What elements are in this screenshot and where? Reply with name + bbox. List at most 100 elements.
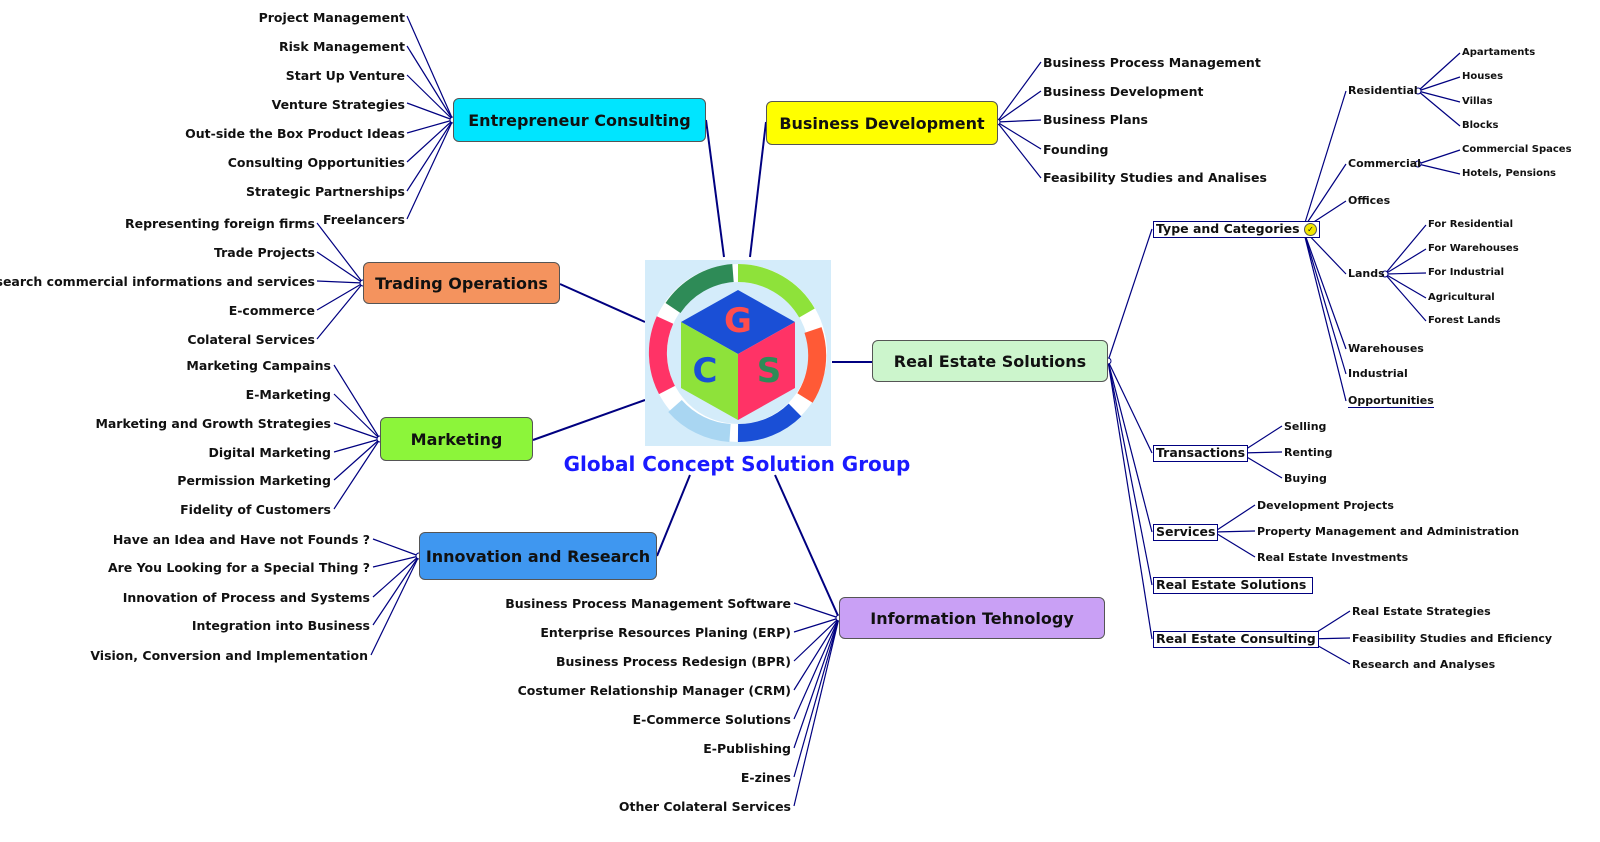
connector-line <box>1417 76 1461 92</box>
leaf-bpr[interactable]: Business Process Redesign (BPR) <box>556 654 791 669</box>
connector-line <box>1417 163 1461 175</box>
leaf-e-publishing[interactable]: E-Publishing <box>703 741 791 756</box>
leaf-crm[interactable]: Costumer Relationship Manager (CRM) <box>517 683 791 698</box>
leaf-e-commerce-solutions[interactable]: E-Commerce Solutions <box>632 712 791 727</box>
connector-line <box>996 119 1042 123</box>
connector-line <box>1417 149 1461 165</box>
cons-research-and-analyses[interactable]: Research and Analyses <box>1352 658 1496 671</box>
leaf-permission-marketing[interactable]: Permission Marketing <box>177 473 331 488</box>
tx-buying[interactable]: Buying <box>1284 472 1327 485</box>
com-commercial-spaces[interactable]: Commercial Spaces <box>1462 144 1572 155</box>
leaf-special-thing[interactable]: Are You Looking for a Special Thing ? <box>107 560 370 575</box>
leaf-risk-management[interactable]: Risk Management <box>278 39 405 54</box>
connector-line <box>996 61 1042 123</box>
land-forest-lands[interactable]: Forest Lands <box>1428 315 1501 326</box>
sub-real-estate-consulting[interactable]: Real Estate Consulting <box>1153 631 1319 648</box>
svc-development-projects[interactable]: Development Projects <box>1257 499 1394 512</box>
leaf-fidelity-of-customers[interactable]: Fidelity of Customers <box>180 502 331 517</box>
leaf-consulting-opportunities[interactable]: Consulting Opportunities <box>227 155 405 170</box>
svc-real-estate-investments[interactable]: Real Estate Investments <box>1257 551 1409 564</box>
leaf-venture-strategies[interactable]: Venture Strategies <box>271 97 405 112</box>
land-for-warehouses[interactable]: For Warehouses <box>1428 243 1519 254</box>
connector-line <box>793 602 840 619</box>
leaf-representing-foreign-firms[interactable]: Representing foreign firms <box>124 216 315 231</box>
connector-line <box>1213 530 1256 533</box>
svc-property-management[interactable]: Property Management and Administration <box>1257 525 1520 538</box>
leaf-colateral-services[interactable]: Colateral Services <box>187 332 315 347</box>
cons-feasibility-studies[interactable]: Feasibility Studies and Eficiency <box>1352 632 1553 645</box>
connector-hub <box>1381 270 1389 278</box>
leaf-business-process-management[interactable]: Business Process Management <box>1043 55 1261 70</box>
leaf-feasibility-studies-and-analises[interactable]: Feasibility Studies and Analises <box>1043 170 1267 185</box>
leaf-innovation-of-process[interactable]: Innovation of Process and Systems <box>122 590 370 605</box>
connector-line <box>705 119 725 258</box>
gcs-logo-graphic: G C S <box>648 264 827 443</box>
leaf-strategic-partnerships[interactable]: Strategic Partnerships <box>246 184 405 199</box>
leaf-digital-marketing[interactable]: Digital Marketing <box>208 445 331 460</box>
res-blocks[interactable]: Blocks <box>1462 120 1499 131</box>
leaf-vision-conversion[interactable]: Vision, Conversion and Implementation <box>90 648 368 663</box>
leaf-start-up-venture[interactable]: Start Up Venture <box>285 68 405 83</box>
connector-line <box>333 438 381 510</box>
tx-renting[interactable]: Renting <box>1284 446 1333 459</box>
cat-lands[interactable]: Lands <box>1348 267 1385 280</box>
connector-line <box>1107 360 1153 454</box>
leaf-e-zines[interactable]: E-zines <box>740 770 791 785</box>
sub-real-estate-solutions[interactable]: Real Estate Solutions <box>1153 577 1314 594</box>
node-real-estate-solutions[interactable]: Real Estate Solutions <box>872 340 1108 382</box>
connector-line <box>996 121 1042 179</box>
cat-opportunities[interactable]: Opportunities <box>1348 394 1434 408</box>
cat-warehouses[interactable]: Warehouses <box>1348 342 1424 355</box>
center-title[interactable]: Global Concept Solution Group <box>563 452 911 476</box>
connector-line <box>1107 360 1153 586</box>
leaf-research-commercial-informations[interactable]: Research commercial informations and ser… <box>0 274 315 289</box>
leaf-have-an-idea[interactable]: Have an Idea and Have not Founds ? <box>112 532 370 547</box>
leaf-e-marketing[interactable]: E-Marketing <box>245 387 331 402</box>
connector-line <box>1384 248 1427 275</box>
leaf-founding[interactable]: Founding <box>1043 142 1109 157</box>
node-trading-operations[interactable]: Trading Operations <box>363 262 560 304</box>
connector-line <box>793 617 840 749</box>
leaf-business-development[interactable]: Business Development <box>1043 84 1204 99</box>
cons-real-estate-strategies[interactable]: Real Estate Strategies <box>1352 605 1491 618</box>
node-entrepreneur-consulting[interactable]: Entrepreneur Consulting <box>453 98 706 142</box>
leaf-bpm-software[interactable]: Business Process Management Software <box>505 596 791 611</box>
res-houses[interactable]: Houses <box>1462 71 1504 82</box>
res-apartaments[interactable]: Apartaments <box>1462 47 1536 58</box>
connector-hub <box>1414 160 1422 168</box>
connector-line <box>774 474 840 619</box>
cat-offices[interactable]: Offices <box>1348 194 1391 207</box>
leaf-freelancers[interactable]: Freelancers <box>323 212 405 227</box>
tx-selling[interactable]: Selling <box>1284 420 1327 433</box>
land-for-industrial[interactable]: For Industrial <box>1428 267 1505 278</box>
node-business-development[interactable]: Business Development <box>766 101 998 145</box>
connector-line <box>372 538 420 557</box>
leaf-integration-into-business[interactable]: Integration into Business <box>191 618 370 633</box>
node-information-technology[interactable]: Information Tehnology <box>839 597 1105 639</box>
cat-commercial[interactable]: Commercial <box>1348 157 1421 170</box>
sub-type-and-categories[interactable]: Type and Categories ✓ <box>1153 221 1320 238</box>
land-for-residential[interactable]: For Residential <box>1428 219 1514 230</box>
connector-line <box>793 617 840 633</box>
res-villas[interactable]: Villas <box>1462 96 1493 107</box>
connector-line <box>1384 224 1427 275</box>
cat-industrial[interactable]: Industrial <box>1348 367 1408 380</box>
node-innovation-and-research[interactable]: Innovation and Research <box>419 532 657 580</box>
sub-transactions[interactable]: Transactions <box>1153 445 1249 462</box>
leaf-other-colateral-services[interactable]: Other Colateral Services <box>618 799 791 814</box>
node-marketing[interactable]: Marketing <box>380 417 533 461</box>
leaf-erp[interactable]: Enterprise Resources Planing (ERP) <box>540 625 791 640</box>
leaf-outside-the-box-product-ideas[interactable]: Out-side the Box Product Ideas <box>185 126 405 141</box>
connector-line <box>316 282 364 340</box>
land-agricultural[interactable]: Agricultural <box>1428 292 1495 303</box>
leaf-project-management[interactable]: Project Management <box>258 10 405 25</box>
leaf-marketing-campains[interactable]: Marketing Campains <box>186 358 331 373</box>
leaf-marketing-and-growth-strategies[interactable]: Marketing and Growth Strategies <box>95 416 331 431</box>
leaf-business-plans[interactable]: Business Plans <box>1043 112 1148 127</box>
sub-services[interactable]: Services <box>1153 524 1219 541</box>
connector-line <box>406 74 454 121</box>
leaf-e-commerce[interactable]: E-commerce <box>228 303 315 318</box>
com-hotels-pensions[interactable]: Hotels, Pensions <box>1462 168 1557 179</box>
cat-residential[interactable]: Residential <box>1348 84 1418 97</box>
leaf-trade-projects[interactable]: Trade Projects <box>213 245 315 260</box>
